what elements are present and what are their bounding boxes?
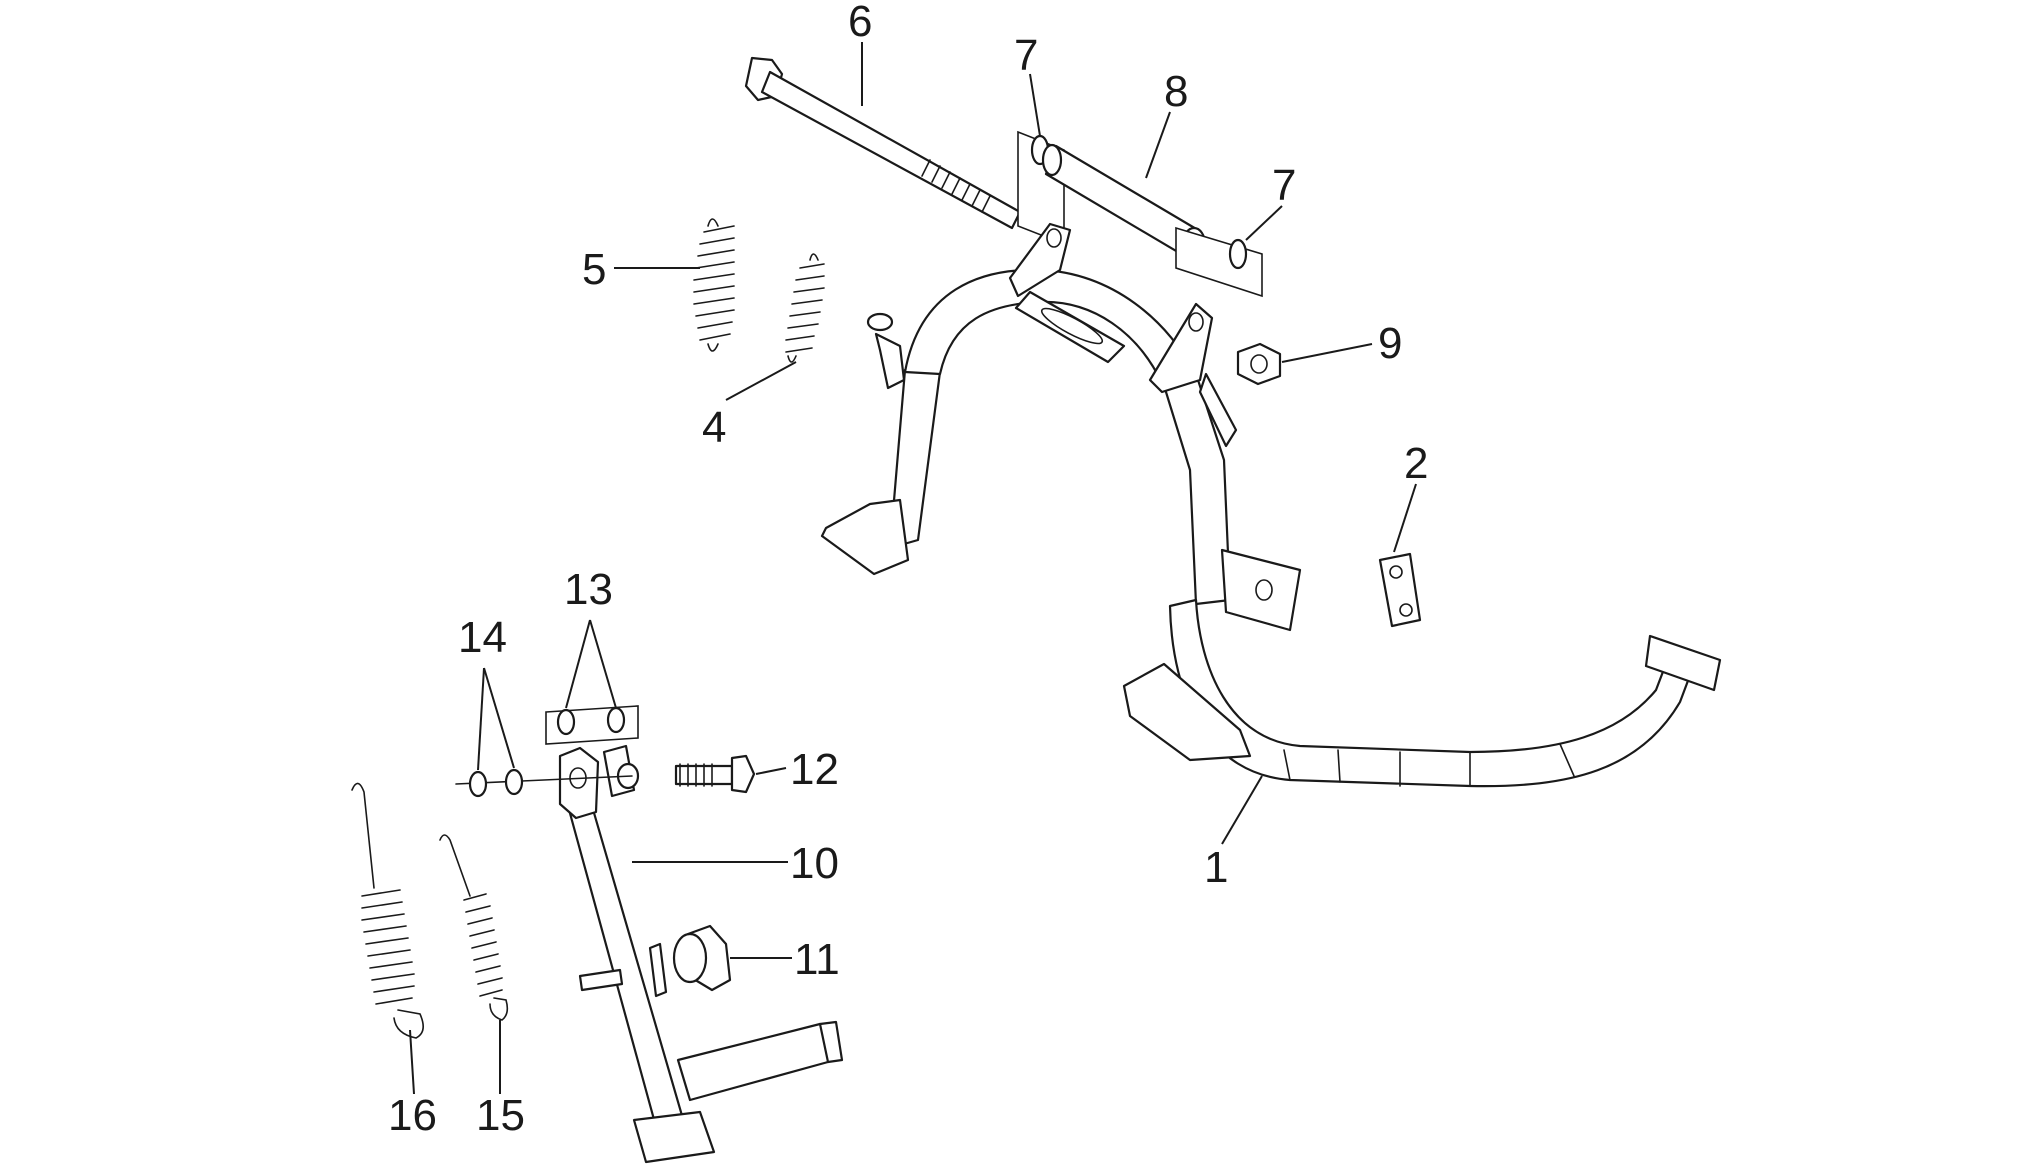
leader-16 [409,1029,415,1095]
leader-13-left [565,619,591,709]
callout-9: 9 [1378,319,1402,368]
leader-1 [1221,775,1263,845]
leader-9 [1281,343,1373,363]
main-stand-part-1 [820,222,1722,788]
leader-8 [1145,111,1171,179]
callout-16: 16 [388,1091,437,1140]
bumper-part-11 [672,924,732,992]
bracket-part-2 [1378,552,1422,628]
leader-7b [1245,205,1283,241]
washer-panel-7-right [1175,226,1263,298]
nut-part-9 [1236,342,1282,386]
washer-panel-13 [545,705,639,745]
callout-7-right: 7 [1272,161,1296,210]
leader-2 [1393,483,1417,553]
bolt-part-6 [744,56,1022,230]
leader-14-right [483,667,515,769]
callout-15: 15 [476,1091,525,1140]
spring-part-5 [693,218,735,352]
callout-11: 11 [794,935,840,984]
callout-1: 1 [1204,843,1228,892]
callout-7-left: 7 [1014,31,1038,80]
callout-2: 2 [1404,439,1428,488]
leader-lines [409,42,1417,1095]
callout-5: 5 [582,245,606,294]
callout-10: 10 [790,839,839,888]
callout-4: 4 [702,403,726,452]
spring-part-4 [785,253,825,363]
washers-part-14 [455,768,633,798]
leader-14-left [477,667,485,771]
leader-13-right [589,619,617,709]
callout-8: 8 [1164,67,1188,116]
leader-7a [1029,73,1041,137]
bolt-part-12 [674,754,756,794]
side-stand-part-10 [558,744,844,1164]
callout-6: 6 [848,0,872,46]
callout-12: 12 [790,745,839,794]
callout-13: 13 [564,565,613,614]
spring-part-15 [439,834,509,1021]
callout-labels: 6 7 8 7 9 5 4 2 1 13 14 12 10 11 16 15 [388,0,1428,1140]
callout-14: 14 [458,613,507,662]
spring-part-16 [351,782,424,1039]
leader-12 [755,767,787,775]
leader-4 [725,361,797,401]
